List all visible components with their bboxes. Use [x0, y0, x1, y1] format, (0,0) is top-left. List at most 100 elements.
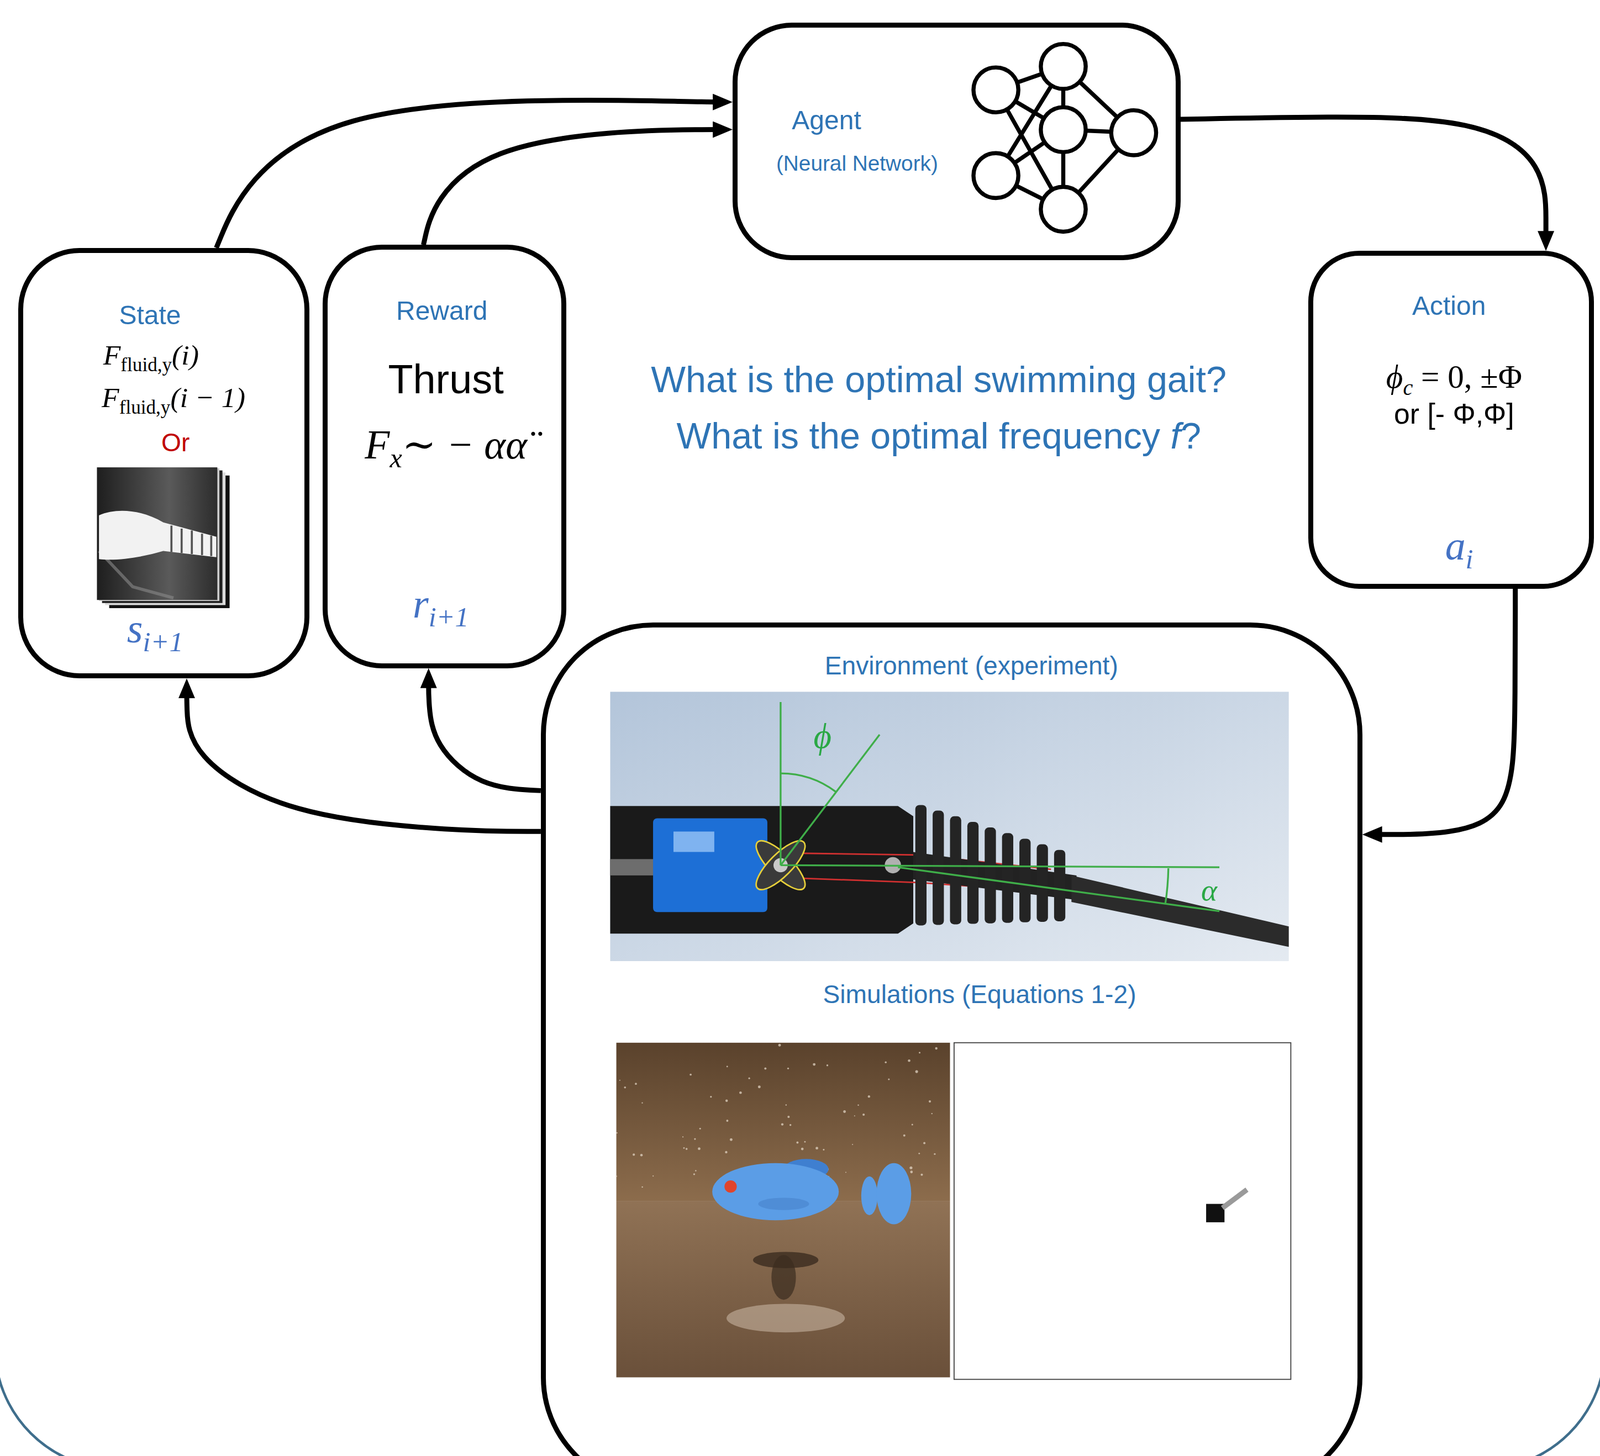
- speckle: [796, 1141, 799, 1144]
- node-text: Or: [161, 428, 190, 458]
- connector-arrow: [1374, 588, 1516, 835]
- text-run: F: [364, 422, 390, 468]
- speckle: [623, 1086, 626, 1089]
- tail-rib: [1002, 833, 1014, 924]
- fish-eye: [724, 1180, 737, 1193]
- fish-reflection: [726, 1304, 845, 1334]
- photo-background: [609, 691, 1289, 962]
- node-text: ai: [1445, 522, 1474, 570]
- tail-rib: [984, 827, 996, 924]
- node-text: or [- Φ,Φ]: [1393, 397, 1515, 431]
- text-run: What is the optimal frequency: [676, 414, 1171, 456]
- speckle: [709, 1096, 712, 1098]
- speckle: [785, 1104, 787, 1106]
- speckle: [862, 1113, 865, 1117]
- network-neuron: [1111, 110, 1156, 156]
- text-run: Agent: [791, 105, 861, 135]
- network-neuron: [973, 153, 1019, 198]
- tail-fin: [1071, 875, 1289, 947]
- speckle: [812, 1063, 816, 1067]
- text-run: r: [412, 581, 429, 627]
- node-text: ϕc = 0, ±Φ: [1386, 358, 1523, 397]
- speckle: [787, 1067, 789, 1070]
- speckle: [641, 1186, 644, 1189]
- question-text: What is the optimal swimming gait?: [650, 358, 1227, 401]
- speckle: [851, 1144, 854, 1146]
- speckle: [915, 1070, 919, 1074]
- action-box: Actionϕc = 0, ±Φor [- Φ,Φ]ai: [1308, 250, 1594, 589]
- speckle: [909, 1166, 913, 1170]
- speckle: [907, 1059, 911, 1063]
- xray-frame-stack: [96, 467, 230, 609]
- speckle: [632, 1153, 635, 1156]
- phi-arc: [780, 773, 836, 792]
- speckle: [764, 1067, 767, 1070]
- angle-guides: [780, 702, 1220, 912]
- text-run: Reward: [396, 296, 488, 326]
- servo-motor: [653, 818, 768, 913]
- text-run: f: [1170, 414, 1181, 456]
- speckle: [801, 1148, 804, 1151]
- speckle: [931, 1113, 933, 1115]
- node-text: Ffluid,y(i − 1): [101, 381, 246, 415]
- speckle: [748, 1077, 751, 1080]
- speckle: [845, 1171, 847, 1173]
- text-run: ϕ: [1386, 358, 1404, 396]
- speckle: [789, 1124, 792, 1127]
- speckle: [725, 1119, 729, 1123]
- speckle: [804, 1141, 807, 1144]
- connector-arrow: [1180, 117, 1546, 239]
- speckle: [918, 1153, 920, 1155]
- speckle: [724, 1151, 728, 1154]
- speckle: [920, 1174, 923, 1177]
- horizontal-reference: [780, 865, 1220, 868]
- speckle: [615, 1175, 618, 1178]
- environment-box: Environment (experiment) Simulations (Equ…: [540, 622, 1363, 1456]
- node-text: Fx∼ − αα̈: [364, 421, 528, 469]
- speckle: [884, 1061, 887, 1064]
- speckle: [699, 1128, 702, 1130]
- speckle: [619, 1080, 621, 1082]
- node-text: Ffluid,y(i): [103, 338, 199, 372]
- connector-arrow: [216, 100, 721, 248]
- text-run: ∼ − αα̈: [402, 422, 528, 468]
- robot-housing: [609, 806, 914, 934]
- speckle: [887, 1079, 890, 1081]
- speckle: [909, 1170, 913, 1174]
- angle-label: ϕ: [813, 716, 832, 757]
- text-run: F: [101, 382, 120, 414]
- text-run: fluid,y: [120, 353, 172, 376]
- speckle: [640, 1154, 644, 1157]
- speckle: [689, 1074, 692, 1077]
- speckle: [928, 1100, 931, 1103]
- sim-floor: [616, 1201, 951, 1378]
- connector-arrow: [186, 690, 541, 832]
- fish-tail: [876, 1163, 912, 1225]
- text-run: Thrust: [387, 356, 504, 403]
- fish-fin: [861, 1176, 878, 1216]
- xray-robot-body: [98, 511, 217, 561]
- speckle: [857, 1104, 860, 1107]
- pixel-frame: [954, 1043, 1291, 1380]
- speckle: [739, 1091, 742, 1095]
- xray-ribs: [171, 525, 212, 556]
- tail-rib: [1036, 844, 1048, 923]
- text-run: s: [127, 605, 144, 651]
- speckle: [729, 1138, 733, 1142]
- servo-label: [673, 831, 715, 852]
- speckle: [923, 1142, 926, 1145]
- tail-rib: [967, 822, 979, 925]
- text-run: Simulations (Equations 1-2): [823, 980, 1137, 1009]
- speckle: [903, 1134, 906, 1138]
- node-text: (Neural Network): [776, 150, 939, 176]
- text-run: i: [1465, 543, 1474, 575]
- tail-rib: [1054, 850, 1066, 922]
- fish-body: [712, 1163, 839, 1221]
- text-run: Environment (experiment): [824, 651, 1119, 681]
- speckle: [641, 1102, 643, 1104]
- speckle: [683, 1147, 686, 1150]
- tail-rib: [1019, 838, 1031, 923]
- text-run: i+1: [143, 625, 184, 657]
- tail-rib: [950, 816, 962, 925]
